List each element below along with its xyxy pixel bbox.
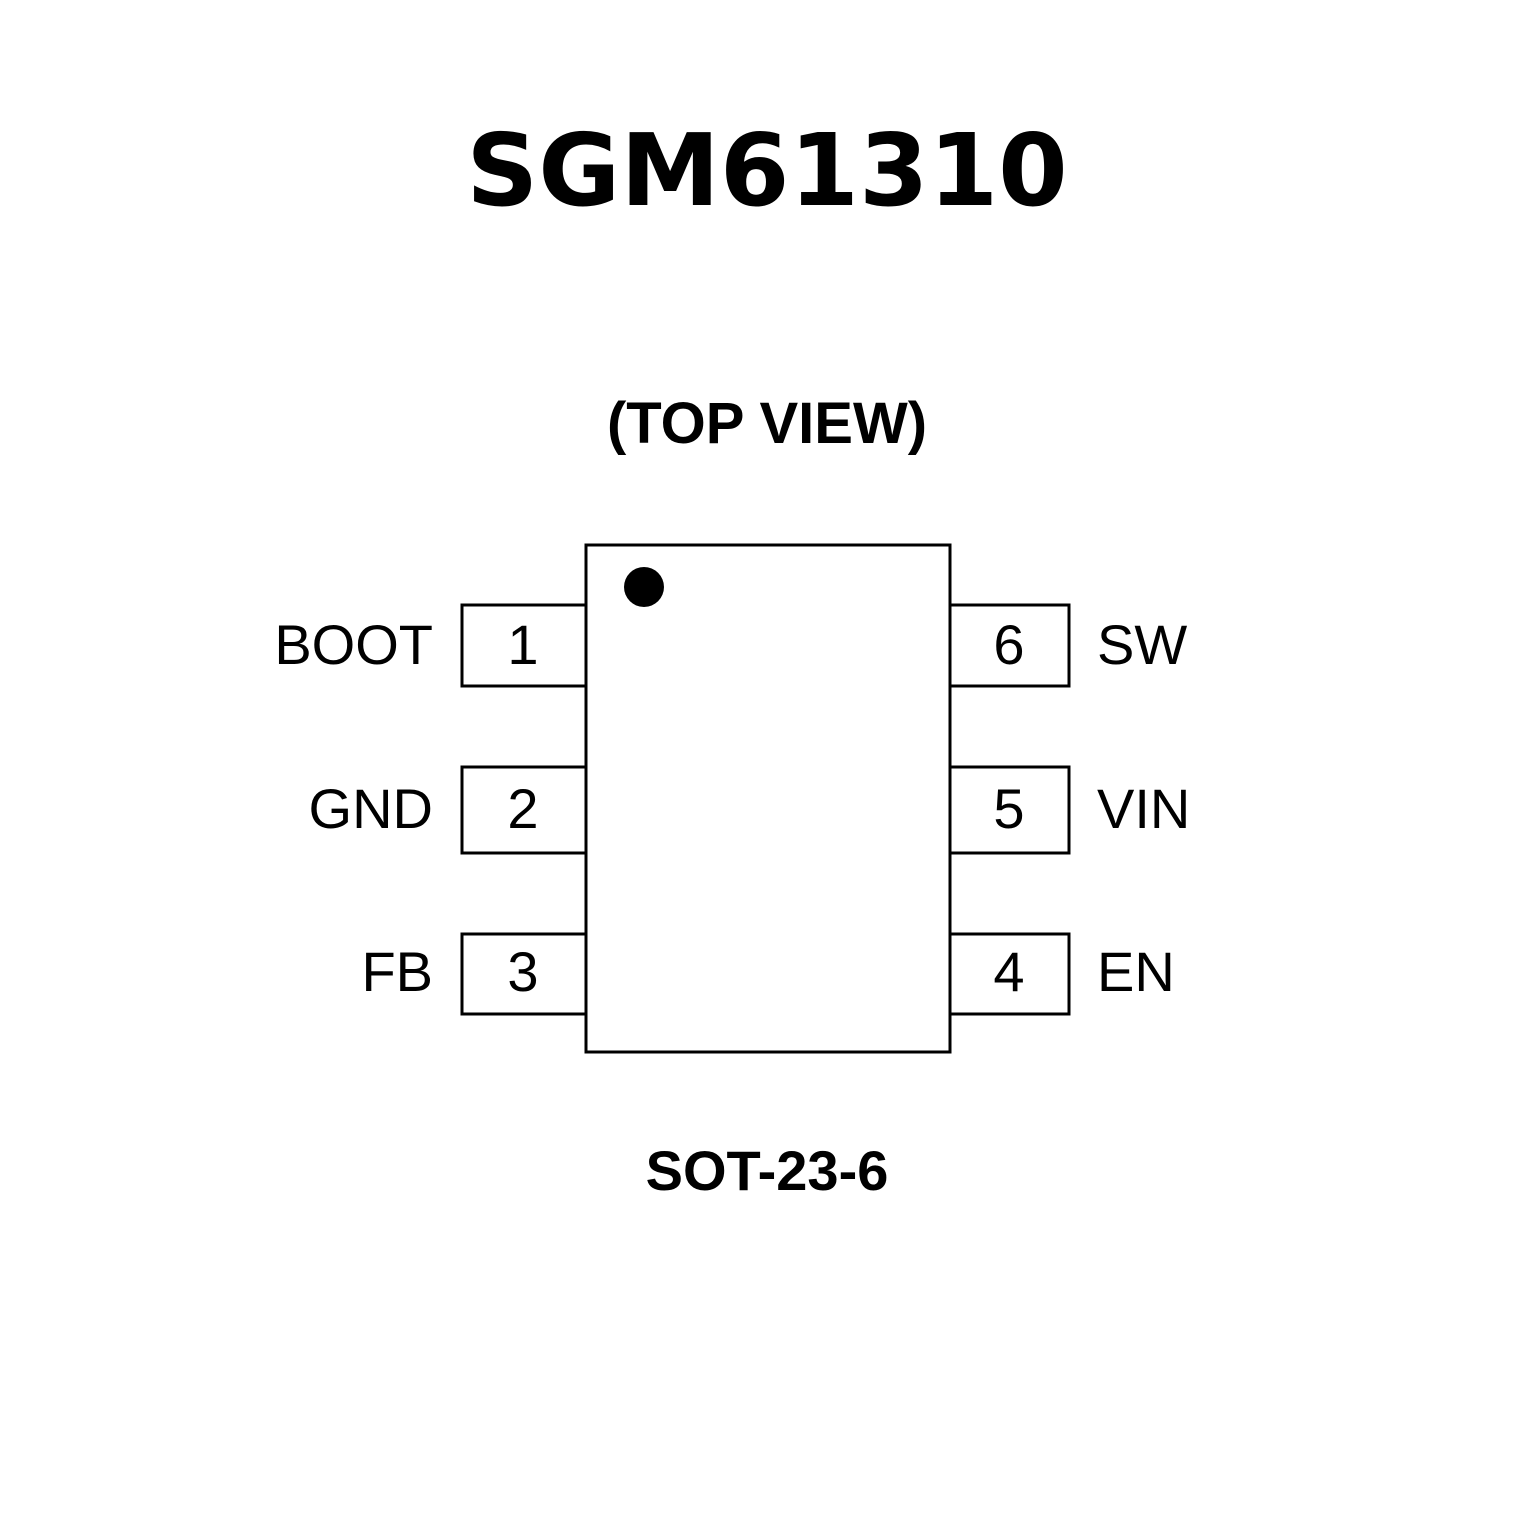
pin-2-name: GND (309, 777, 433, 840)
pin-6-name: SW (1097, 613, 1187, 676)
pin-4-number: 4 (993, 940, 1024, 1003)
pin-1-name: BOOT (274, 613, 433, 676)
pin-4-name: EN (1097, 940, 1175, 1003)
chip-body (584, 543, 952, 1054)
pin-1-pad (460, 603, 588, 688)
pin-1-number: 1 (507, 613, 538, 676)
pin-3-name: FB (361, 940, 433, 1003)
package-label: SOT-23-6 (646, 1139, 889, 1202)
pin1-marker-dot (624, 567, 664, 607)
view-label: (TOP VIEW) (607, 391, 927, 456)
pin-5-pad (947, 765, 1071, 855)
pin-3-pad (460, 932, 588, 1016)
pin-5-name: VIN (1097, 777, 1190, 840)
pin-2-number: 2 (507, 777, 538, 840)
pin-2-pad (460, 765, 588, 855)
pin-5-number: 5 (993, 777, 1024, 840)
pin-6-pad (947, 603, 1071, 688)
chip-title: SGM61310 (466, 112, 1068, 229)
pin-6-number: 6 (993, 613, 1024, 676)
pin-3-number: 3 (507, 940, 538, 1003)
